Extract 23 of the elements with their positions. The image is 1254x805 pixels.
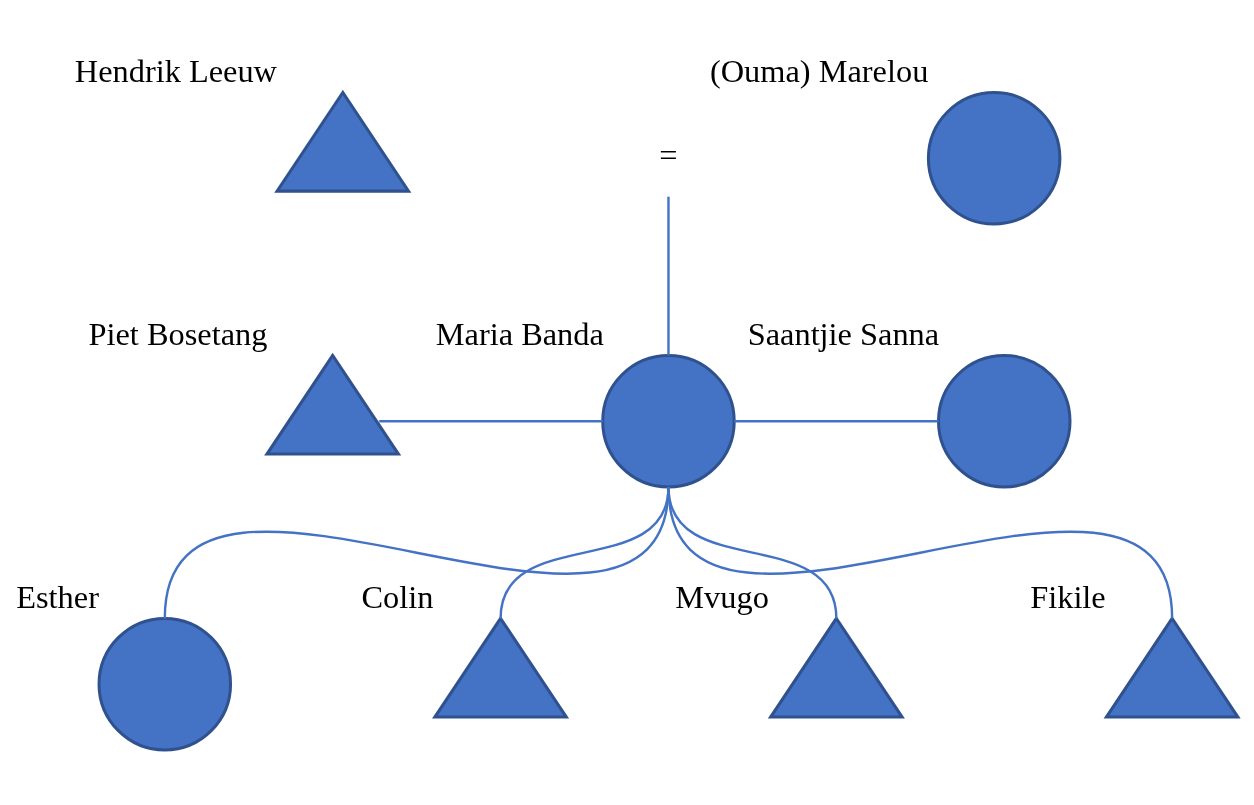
node-circle <box>926 90 1062 225</box>
connector <box>734 419 939 422</box>
connector <box>667 196 670 355</box>
node-label: Mvugo <box>675 578 769 615</box>
node-label: Hendrik Leeuw <box>74 52 277 89</box>
node-label: (Ouma) Marelou <box>709 52 929 89</box>
connector <box>667 486 1174 619</box>
node-label: Piet Bosetang <box>88 315 268 352</box>
node-triangle <box>432 615 570 719</box>
node-triangle <box>767 615 905 719</box>
node-label: Colin <box>361 578 434 615</box>
node-label: Saantjie Sanna <box>747 315 940 352</box>
node-triangle <box>264 352 402 456</box>
connector <box>379 419 603 422</box>
node-label: Esther <box>16 578 99 615</box>
node-triangle <box>274 89 412 193</box>
node-text: = <box>659 136 678 173</box>
node-circle <box>601 353 736 488</box>
node-label: Maria Banda <box>435 315 604 352</box>
node-circle <box>97 616 233 751</box>
node-circle <box>937 353 1072 488</box>
node-label: Fikile <box>1030 578 1106 615</box>
node-triangle <box>1103 615 1241 719</box>
